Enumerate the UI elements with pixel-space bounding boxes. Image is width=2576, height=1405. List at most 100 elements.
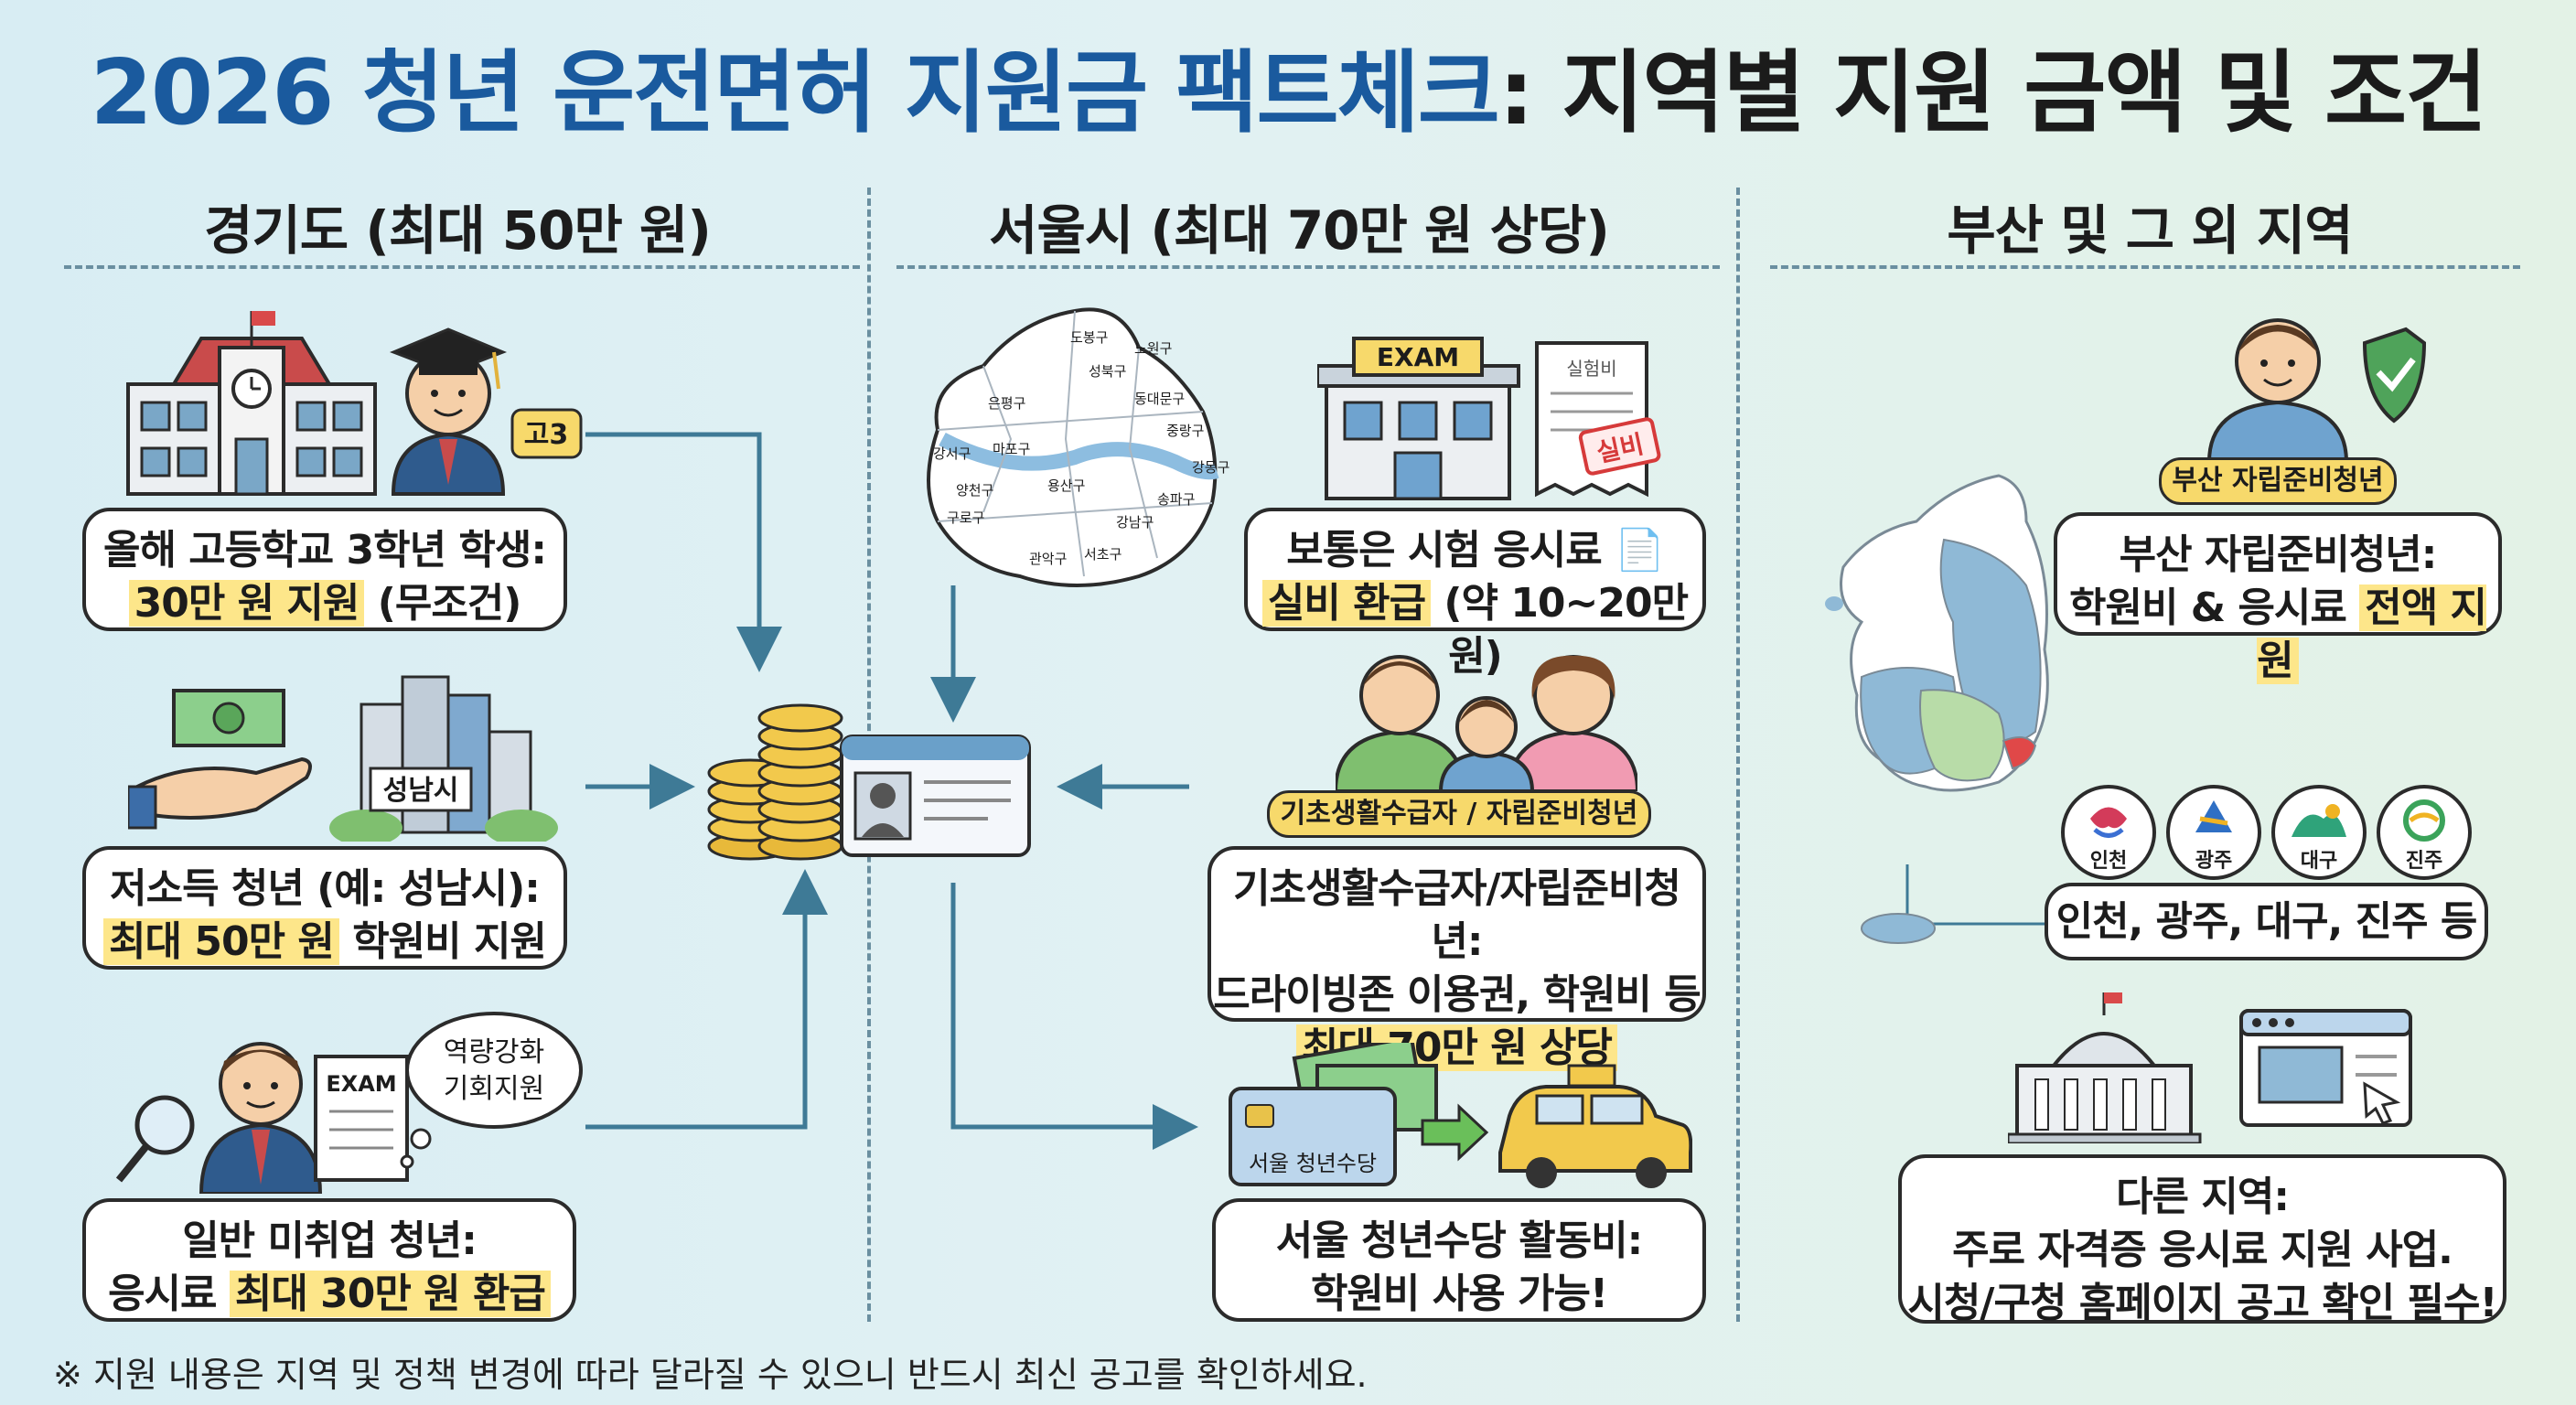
district-label: 서초구 (1084, 546, 1122, 563)
heading-seoul: 서울시 (최대 70만 원 상당) (989, 199, 1610, 262)
exam-center-receipt-icon: EXAM 실험비 실비 (1317, 337, 1661, 500)
divider-horizontal (1770, 265, 2520, 269)
shield-check-icon (2362, 327, 2427, 424)
arrow (950, 883, 1198, 1150)
district-label: 성북구 (1089, 363, 1127, 380)
open-hand-icon (128, 756, 312, 830)
card-line: 실비 환급 (약 10~20만 원) (1248, 577, 1702, 683)
heading-busan: 부산 및 그 외 지역 (1947, 199, 2353, 262)
city-emblem-labels: 인천 광주 대구 진주 (2058, 782, 2488, 883)
card-line: 응시료 최대 30만 원 환급 (86, 1268, 573, 1321)
school-graduate-icon: 고3 (126, 311, 583, 496)
highlight-amount: 30만 원 지원 (128, 580, 365, 627)
highlight-amount: 최대 50만 원 (103, 918, 339, 965)
magnifier-icon (115, 1095, 195, 1183)
district-label: 노원구 (1134, 340, 1173, 357)
busan-youth-icon (2206, 318, 2427, 462)
card-line-pre: 학원비 & 응시료 (2069, 585, 2360, 631)
daegu-emblem-icon (2271, 785, 2367, 880)
arrow (585, 432, 782, 672)
district-label: 은평구 (988, 395, 1026, 412)
district-label: 중랑구 (1166, 423, 1205, 439)
receipt-title: 실험비 (1566, 358, 1616, 380)
district-label: 강동구 (1192, 459, 1230, 476)
card-line-pre: 응시료 (108, 1271, 230, 1317)
card-line-rest: (약 10~20만 원) (1431, 580, 1689, 680)
thought-bubble-icon (400, 1012, 583, 1169)
seoul-card-basic-living: 기초생활수급자/자립준비청년: 드라이빙존 이용권, 학원비 등 최대 70만 … (1208, 846, 1706, 1071)
seoul-card-youth-allowance: 서울 청년수당 활동비: 학원비 사용 가능! (1212, 1198, 1706, 1322)
title-main: 2026 청년 운전면허 지원금 팩트체크 (90, 41, 1500, 145)
gyeonggi-card-lowincome: 저소득 청년 (예: 성남시): 최대 50만 원 학원비 지원 (82, 846, 567, 970)
gyeonggi-card-jobseeker: 일반 미취업 청년: 응시료 최대 30만 원 환급 (82, 1198, 576, 1322)
gwangju-emblem-icon (2166, 785, 2261, 880)
grade-badge (510, 408, 583, 459)
card-line: 다른 지역: (2116, 1174, 2290, 1220)
city-label: 광주 (2195, 850, 2233, 873)
card-line: 일반 미취업 청년: (182, 1217, 478, 1264)
gyeonggi-card-senior: 올해 고등학교 3학년 학생: 30만 원 지원 (무조건) (82, 508, 567, 631)
district-label: 동대문구 (1134, 391, 1186, 407)
card-line-rest: (무조건) (364, 580, 522, 627)
card-line: 기초생활수급자/자립준비청년: (1233, 865, 1681, 965)
highlight-amount: 최대 30만 원 환급 (229, 1271, 551, 1317)
allowance-card-label: 서울 청년수당 (1249, 1151, 1377, 1176)
footnote: ※ 지원 내용은 지역 및 정책 변경에 따라 달라질 수 있으니 반드시 최신… (53, 1355, 1368, 1395)
cityhall-browser-icon (2008, 992, 2412, 1143)
district-label: 강서구 (933, 445, 971, 462)
exam-paper-icon (314, 1055, 409, 1182)
city-sign (369, 767, 473, 812)
jobseeker-exam-icon: EXAM 역량강화 기회지원 (115, 1012, 583, 1194)
browser-window-icon (2239, 1009, 2412, 1127)
city-label: 진주 (2405, 850, 2443, 873)
city-sign-label: 성남시 (383, 775, 459, 807)
job-seeker-icon (199, 1042, 323, 1194)
right-arrow-icon (1421, 1103, 1489, 1162)
school-building-icon (126, 311, 377, 496)
highlight-amount: 실비 환급 (1261, 580, 1432, 627)
taxi-icon (1498, 1064, 1692, 1188)
money-hand-city-icon: 성남시 (128, 675, 558, 842)
card-line: 최대 50만 원 학원비 지원 (86, 916, 564, 969)
divider-horizontal (896, 265, 1720, 269)
district-label: 마포구 (993, 441, 1031, 457)
title-sub: : 지역별 지원 금액 및 조건 (1497, 41, 2487, 145)
busan-card-other-regions: 다른 지역: 주로 자격증 응시료 지원 사업. 시청/구청 홈페이지 공고 확… (1898, 1154, 2506, 1326)
district-label: 양천구 (956, 482, 994, 499)
city-emblems (2061, 785, 2472, 880)
card-line: 학원비 & 응시료 전액 지원 (2057, 582, 2498, 688)
divider-vertical (1736, 188, 1740, 1322)
seoul-card-exam-fee: 보통은 시험 응시료 📄 실비 환급 (약 10~20만 원) (1244, 508, 1706, 680)
card-line: 시청/구청 홈페이지 공고 확인 필수! (1907, 1280, 2497, 1326)
card-line: 저소득 청년 (예: 성남시): (110, 865, 541, 912)
card-line: 서울 청년수당 활동비: (1275, 1217, 1644, 1264)
page-title: 2026 청년 운전면허 지원금 팩트체크: 지역별 지원 금액 및 조건 (0, 20, 2576, 150)
incheon-emblem-icon (2061, 785, 2156, 880)
district-label: 송파구 (1157, 491, 1196, 508)
city-label: 인천 (2089, 850, 2128, 873)
exam-building-icon (1317, 337, 1520, 500)
coins-license-icon (707, 703, 1031, 861)
seoul-district-labels: 성북구 동대문구 도봉구 은평구 중랑구 마포구 용산구 강남구 송파구 관악구… (901, 302, 1240, 595)
korea-map-icon (1825, 474, 2049, 944)
card-line: 보통은 시험 응시료 📄 (1286, 527, 1665, 574)
jinju-emblem-icon (2377, 785, 2472, 880)
busan-card-other-cities: 인천, 광주, 대구, 진주 등 (2045, 883, 2488, 960)
eligibility-tag: 기초생활수급자 / 자립준비청년 (1267, 790, 1651, 838)
bubble-line: 기회지원 (444, 1073, 544, 1105)
card-line: 학원비 사용 가능! (1310, 1271, 1608, 1317)
seoul-map-icon (927, 307, 1219, 587)
graduate-student-icon (389, 327, 508, 496)
grade-badge-label: 고3 (524, 419, 568, 451)
bubble-line: 역량강화 (444, 1036, 544, 1068)
card-line: 드라이빙존 이용권, 학원비 등 (1213, 971, 1701, 1018)
money-bill-icon (172, 689, 285, 747)
district-label: 용산구 (1047, 477, 1086, 494)
allowance-card-icon (1229, 1087, 1397, 1186)
exam-paper-label: EXAM (326, 1071, 396, 1097)
card-line-rest: 학원비 지원 (338, 918, 547, 965)
arrow (585, 869, 828, 1130)
card-line: 30만 원 지원 (무조건) (86, 577, 564, 630)
driver-license-icon (840, 735, 1031, 857)
city-hall-icon (2008, 992, 2202, 1143)
